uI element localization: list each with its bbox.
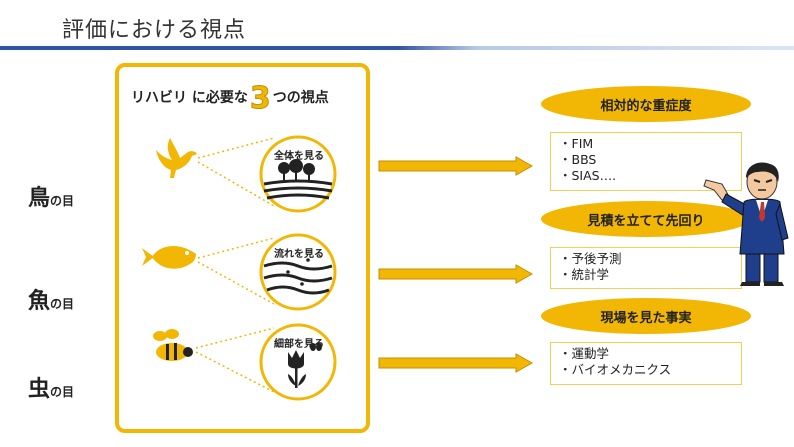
tulip-icon (288, 350, 306, 388)
arrow-right-icon (378, 353, 534, 373)
bird-view-circle (259, 135, 337, 213)
presenter-illustration (703, 162, 789, 286)
pill-prediction: 見積を立てて先回り (541, 201, 751, 237)
list-item: ・FIM (559, 136, 594, 151)
insect-eye-suffix: の目 (50, 385, 75, 399)
fish-dotted-lines (197, 237, 275, 305)
pill-onsite: 現場を見た事実 (541, 298, 751, 334)
list-item: ・運動学 (559, 346, 610, 361)
insect-circle-label: 細部を見る (274, 339, 324, 350)
arrow-right-icon (378, 264, 534, 284)
list-item: ・予後予測 (559, 251, 622, 266)
bird-eye-label: 鳥の目 (28, 180, 74, 212)
item-box-onsite: ・運動学 ・バイオメカニクス (550, 342, 742, 385)
list-item: ・統計学 (559, 267, 610, 282)
insect-eye-label: 虫の目 (28, 371, 74, 403)
fish-eye-suffix: の目 (50, 297, 75, 311)
insect-eye-kanji: 虫 (28, 377, 51, 402)
bee-icon (153, 329, 193, 361)
insect-view-circle (259, 323, 337, 401)
list-item: ・BBS (559, 152, 597, 167)
fish-view-circle (259, 233, 337, 311)
bird-icon (156, 138, 197, 178)
list-item: ・SIAS…. (559, 168, 617, 183)
fish-eye-kanji: 魚 (28, 289, 51, 314)
arrow-right-icon (378, 156, 534, 176)
bird-circle-label: 全体を見る (274, 151, 324, 162)
panel-heading-number: 3 (249, 81, 271, 117)
item-box-prediction: ・予後予測 ・統計学 (550, 247, 742, 289)
panel-heading-post: つの視点 (272, 90, 329, 106)
fish-eye-label: 魚の目 (28, 283, 74, 315)
title-underline (0, 46, 794, 50)
fish-circle-label: 流れを見る (274, 249, 324, 260)
bird-eye-suffix: の目 (50, 194, 75, 208)
tree-icon (278, 159, 315, 181)
pill-severity: 相対的な重症度 (541, 86, 751, 122)
panel-heading-pre: リハビリ に必要な (131, 90, 248, 106)
insect-dotted-lines (195, 327, 275, 393)
butterfly-icon (310, 343, 322, 351)
bird-dotted-lines (197, 137, 275, 207)
bird-eye-kanji: 鳥 (28, 186, 51, 211)
list-item: ・バイオメカニクス (559, 362, 672, 377)
fish-icon (142, 246, 196, 269)
slide-title: 評価における視点 (62, 18, 247, 43)
